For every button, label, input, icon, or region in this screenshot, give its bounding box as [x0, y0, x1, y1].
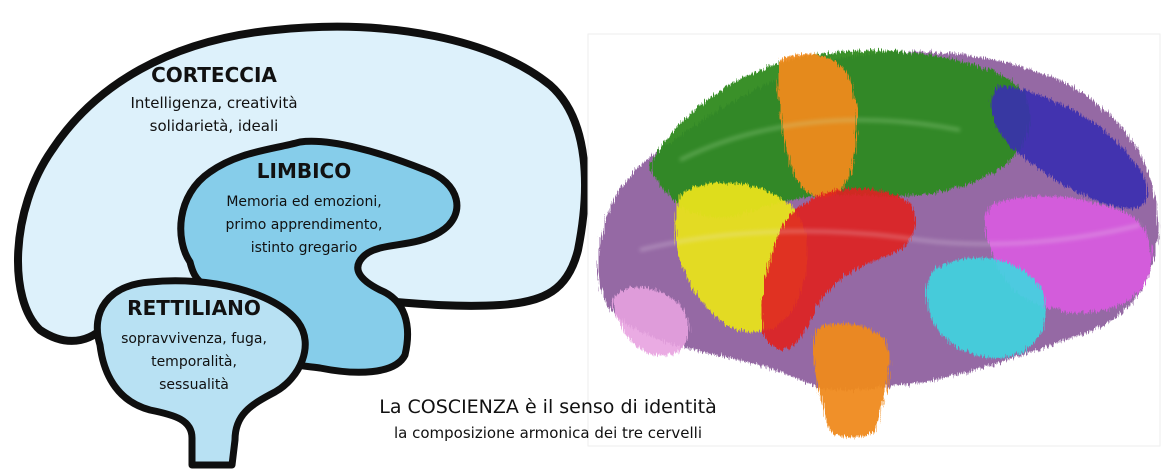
- reptilian-title: RETTILIANO: [127, 296, 261, 320]
- tract-red: [761, 188, 916, 350]
- tract-pink: [612, 287, 689, 356]
- tract-orange-dorsal: [778, 54, 857, 198]
- cortex-line-2: solidarietà, ideali: [150, 117, 279, 135]
- limbic-line-2: primo apprendimento,: [226, 217, 383, 233]
- cortex-line-1: Intelligenza, creatività: [130, 94, 297, 112]
- cortex-title: CORTECCIA: [151, 63, 277, 87]
- reptilian-line-3: sessualità: [159, 377, 229, 393]
- limbic-line-3: istinto gregario: [251, 240, 358, 256]
- tract-orange-stem: [813, 323, 890, 438]
- triune-brain-diagram: CORTECCIA Intelligenza, creatività solid…: [14, 22, 589, 469]
- fiber-texture-2: [679, 118, 961, 162]
- reptilian-line-2: temporalità,: [151, 354, 237, 370]
- tract-blue: [991, 85, 1147, 209]
- caption-line-1: La COSCIENZA è il senso di identità: [379, 396, 716, 418]
- tractography-brain-image: [587, 33, 1161, 447]
- reptilian-region: [93, 277, 309, 469]
- caption: La COSCIENZA è il senso di identità la c…: [379, 396, 716, 442]
- tract-cyan: [926, 257, 1046, 359]
- fiber-texture-1: [639, 223, 1141, 252]
- caption-line-2: la composizione armonica dei tre cervell…: [394, 424, 702, 442]
- limbic-title: LIMBICO: [257, 159, 351, 183]
- reptilian-line-1: sopravvivenza, fuga,: [121, 331, 267, 347]
- limbic-line-1: Memoria ed emozioni,: [226, 194, 381, 210]
